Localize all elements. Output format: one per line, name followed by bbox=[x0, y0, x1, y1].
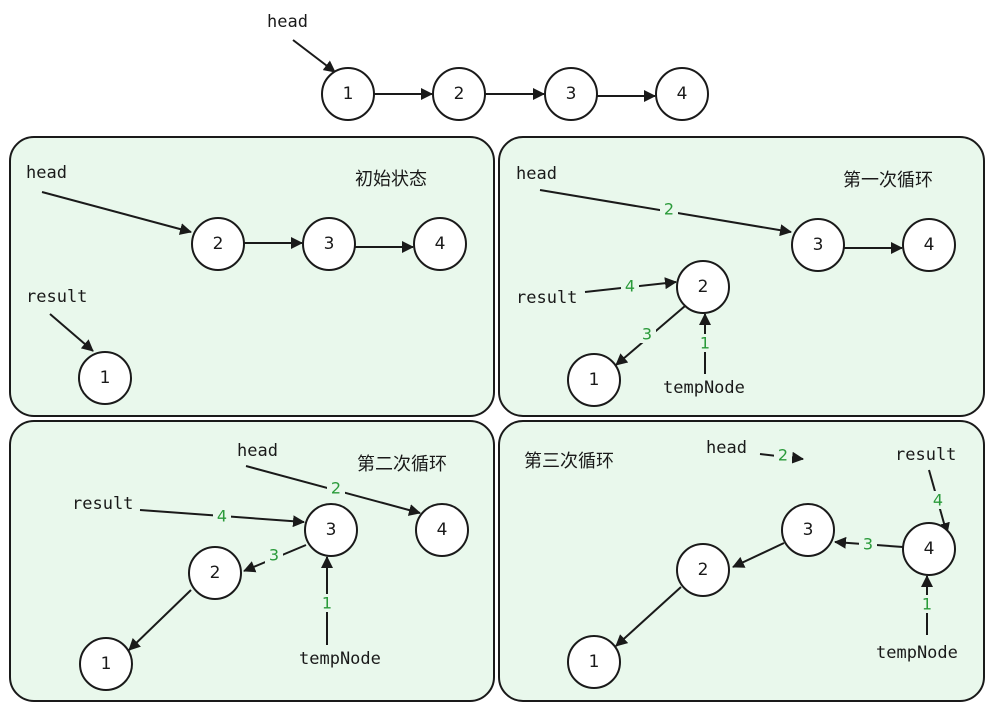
node-circle bbox=[188, 546, 242, 600]
node-value: 2 bbox=[210, 563, 221, 583]
node-value: 2 bbox=[454, 84, 465, 104]
panel-background bbox=[498, 136, 985, 417]
step-number: 1 bbox=[322, 594, 332, 613]
result-label: result bbox=[895, 445, 956, 465]
head-label: head bbox=[706, 438, 747, 458]
node-value: 2 bbox=[213, 234, 224, 254]
node-value: 1 bbox=[100, 368, 111, 388]
node-circle bbox=[79, 637, 133, 691]
step-number: 4 bbox=[933, 491, 943, 510]
panel-first-loop: 第一次循环 head 2 3 4 result 4 2 3 1 1 tempNo… bbox=[498, 136, 985, 417]
next-arrow bbox=[615, 586, 682, 647]
step-number: 4 bbox=[217, 507, 227, 526]
result-label: result bbox=[26, 287, 87, 307]
node-value: 3 bbox=[813, 235, 824, 255]
node-circle bbox=[544, 67, 598, 121]
head-label: head bbox=[267, 12, 308, 32]
head-pointer-arrow bbox=[292, 39, 336, 73]
step-number: 2 bbox=[331, 479, 341, 498]
node-circle bbox=[413, 217, 467, 271]
node-value: 1 bbox=[343, 84, 354, 104]
head-label: head bbox=[516, 164, 557, 184]
panel-title: 第三次循环 bbox=[524, 451, 614, 472]
panel-title: 第二次循环 bbox=[357, 454, 447, 475]
step-label-bg bbox=[696, 334, 714, 352]
node-circle bbox=[655, 67, 709, 121]
step-label-bg bbox=[638, 325, 656, 343]
node-value: 1 bbox=[589, 370, 600, 390]
panel-initial-state: 初始状态 head 2 3 4 result 1 bbox=[9, 136, 495, 417]
head-label: head bbox=[237, 441, 278, 461]
original-list: head 1 2 3 4 bbox=[267, 12, 709, 121]
tempnode-label: tempNode bbox=[663, 378, 745, 398]
tempnode-label: tempNode bbox=[299, 649, 381, 669]
panel-title: 第一次循环 bbox=[843, 170, 933, 191]
step-label-bg bbox=[327, 479, 345, 497]
step-number: 3 bbox=[269, 546, 279, 565]
node-circle bbox=[791, 218, 845, 272]
step-label-bg bbox=[265, 546, 283, 564]
node-circle bbox=[567, 635, 621, 689]
panel-background bbox=[9, 136, 495, 417]
step-number: 4 bbox=[625, 277, 635, 296]
panel-background bbox=[9, 420, 495, 702]
next-arrow bbox=[732, 542, 785, 568]
node-value: 3 bbox=[326, 520, 337, 540]
node-circle bbox=[78, 351, 132, 405]
panel-second-loop: 第二次循环 head 2 3 4 result 4 2 3 1 1 tempNo… bbox=[9, 420, 495, 702]
node-value: 1 bbox=[589, 652, 600, 672]
node-value: 3 bbox=[324, 234, 335, 254]
node-value: 4 bbox=[677, 84, 688, 104]
node-value: 2 bbox=[698, 277, 709, 297]
tempnode-label: tempNode bbox=[876, 643, 958, 663]
node-value: 2 bbox=[698, 560, 709, 580]
result-pointer-arrow bbox=[49, 313, 94, 352]
step-number: 2 bbox=[664, 200, 674, 219]
node-value: 4 bbox=[437, 520, 448, 540]
node-circle bbox=[415, 503, 469, 557]
step-label-bg bbox=[660, 200, 678, 218]
step-number: 3 bbox=[863, 535, 873, 554]
next-arrow bbox=[128, 589, 192, 651]
node-circle bbox=[302, 217, 356, 271]
node-circle bbox=[902, 218, 956, 272]
node-value: 4 bbox=[924, 235, 935, 255]
step-label-bg bbox=[918, 595, 936, 613]
step-label-bg bbox=[774, 446, 792, 464]
panel-third-loop: 第三次循环 head 2 result 4 3 4 3 2 1 1 tempNo… bbox=[498, 420, 985, 702]
step-number: 1 bbox=[922, 595, 932, 614]
node-circle bbox=[781, 503, 835, 557]
step-number: 1 bbox=[700, 334, 710, 353]
node-value: 4 bbox=[924, 539, 935, 559]
node-circle bbox=[676, 543, 730, 597]
node-value: 4 bbox=[435, 234, 446, 254]
step-number: 3 bbox=[642, 325, 652, 344]
step-label-bg bbox=[929, 491, 947, 509]
node-value: 3 bbox=[566, 84, 577, 104]
result-label: result bbox=[72, 494, 133, 514]
step-label-bg bbox=[318, 594, 336, 612]
head-label: head bbox=[26, 163, 67, 183]
step-label-bg bbox=[213, 507, 231, 525]
step-label-bg bbox=[621, 277, 639, 295]
result-label: result bbox=[516, 288, 577, 308]
node-value: 1 bbox=[101, 654, 112, 674]
head-pointer-arrow bbox=[41, 191, 192, 235]
node-circle bbox=[567, 353, 621, 407]
step-number: 2 bbox=[778, 446, 788, 465]
node-value: 3 bbox=[803, 520, 814, 540]
step-label-bg bbox=[859, 535, 877, 553]
panel-title: 初始状态 bbox=[355, 169, 427, 190]
